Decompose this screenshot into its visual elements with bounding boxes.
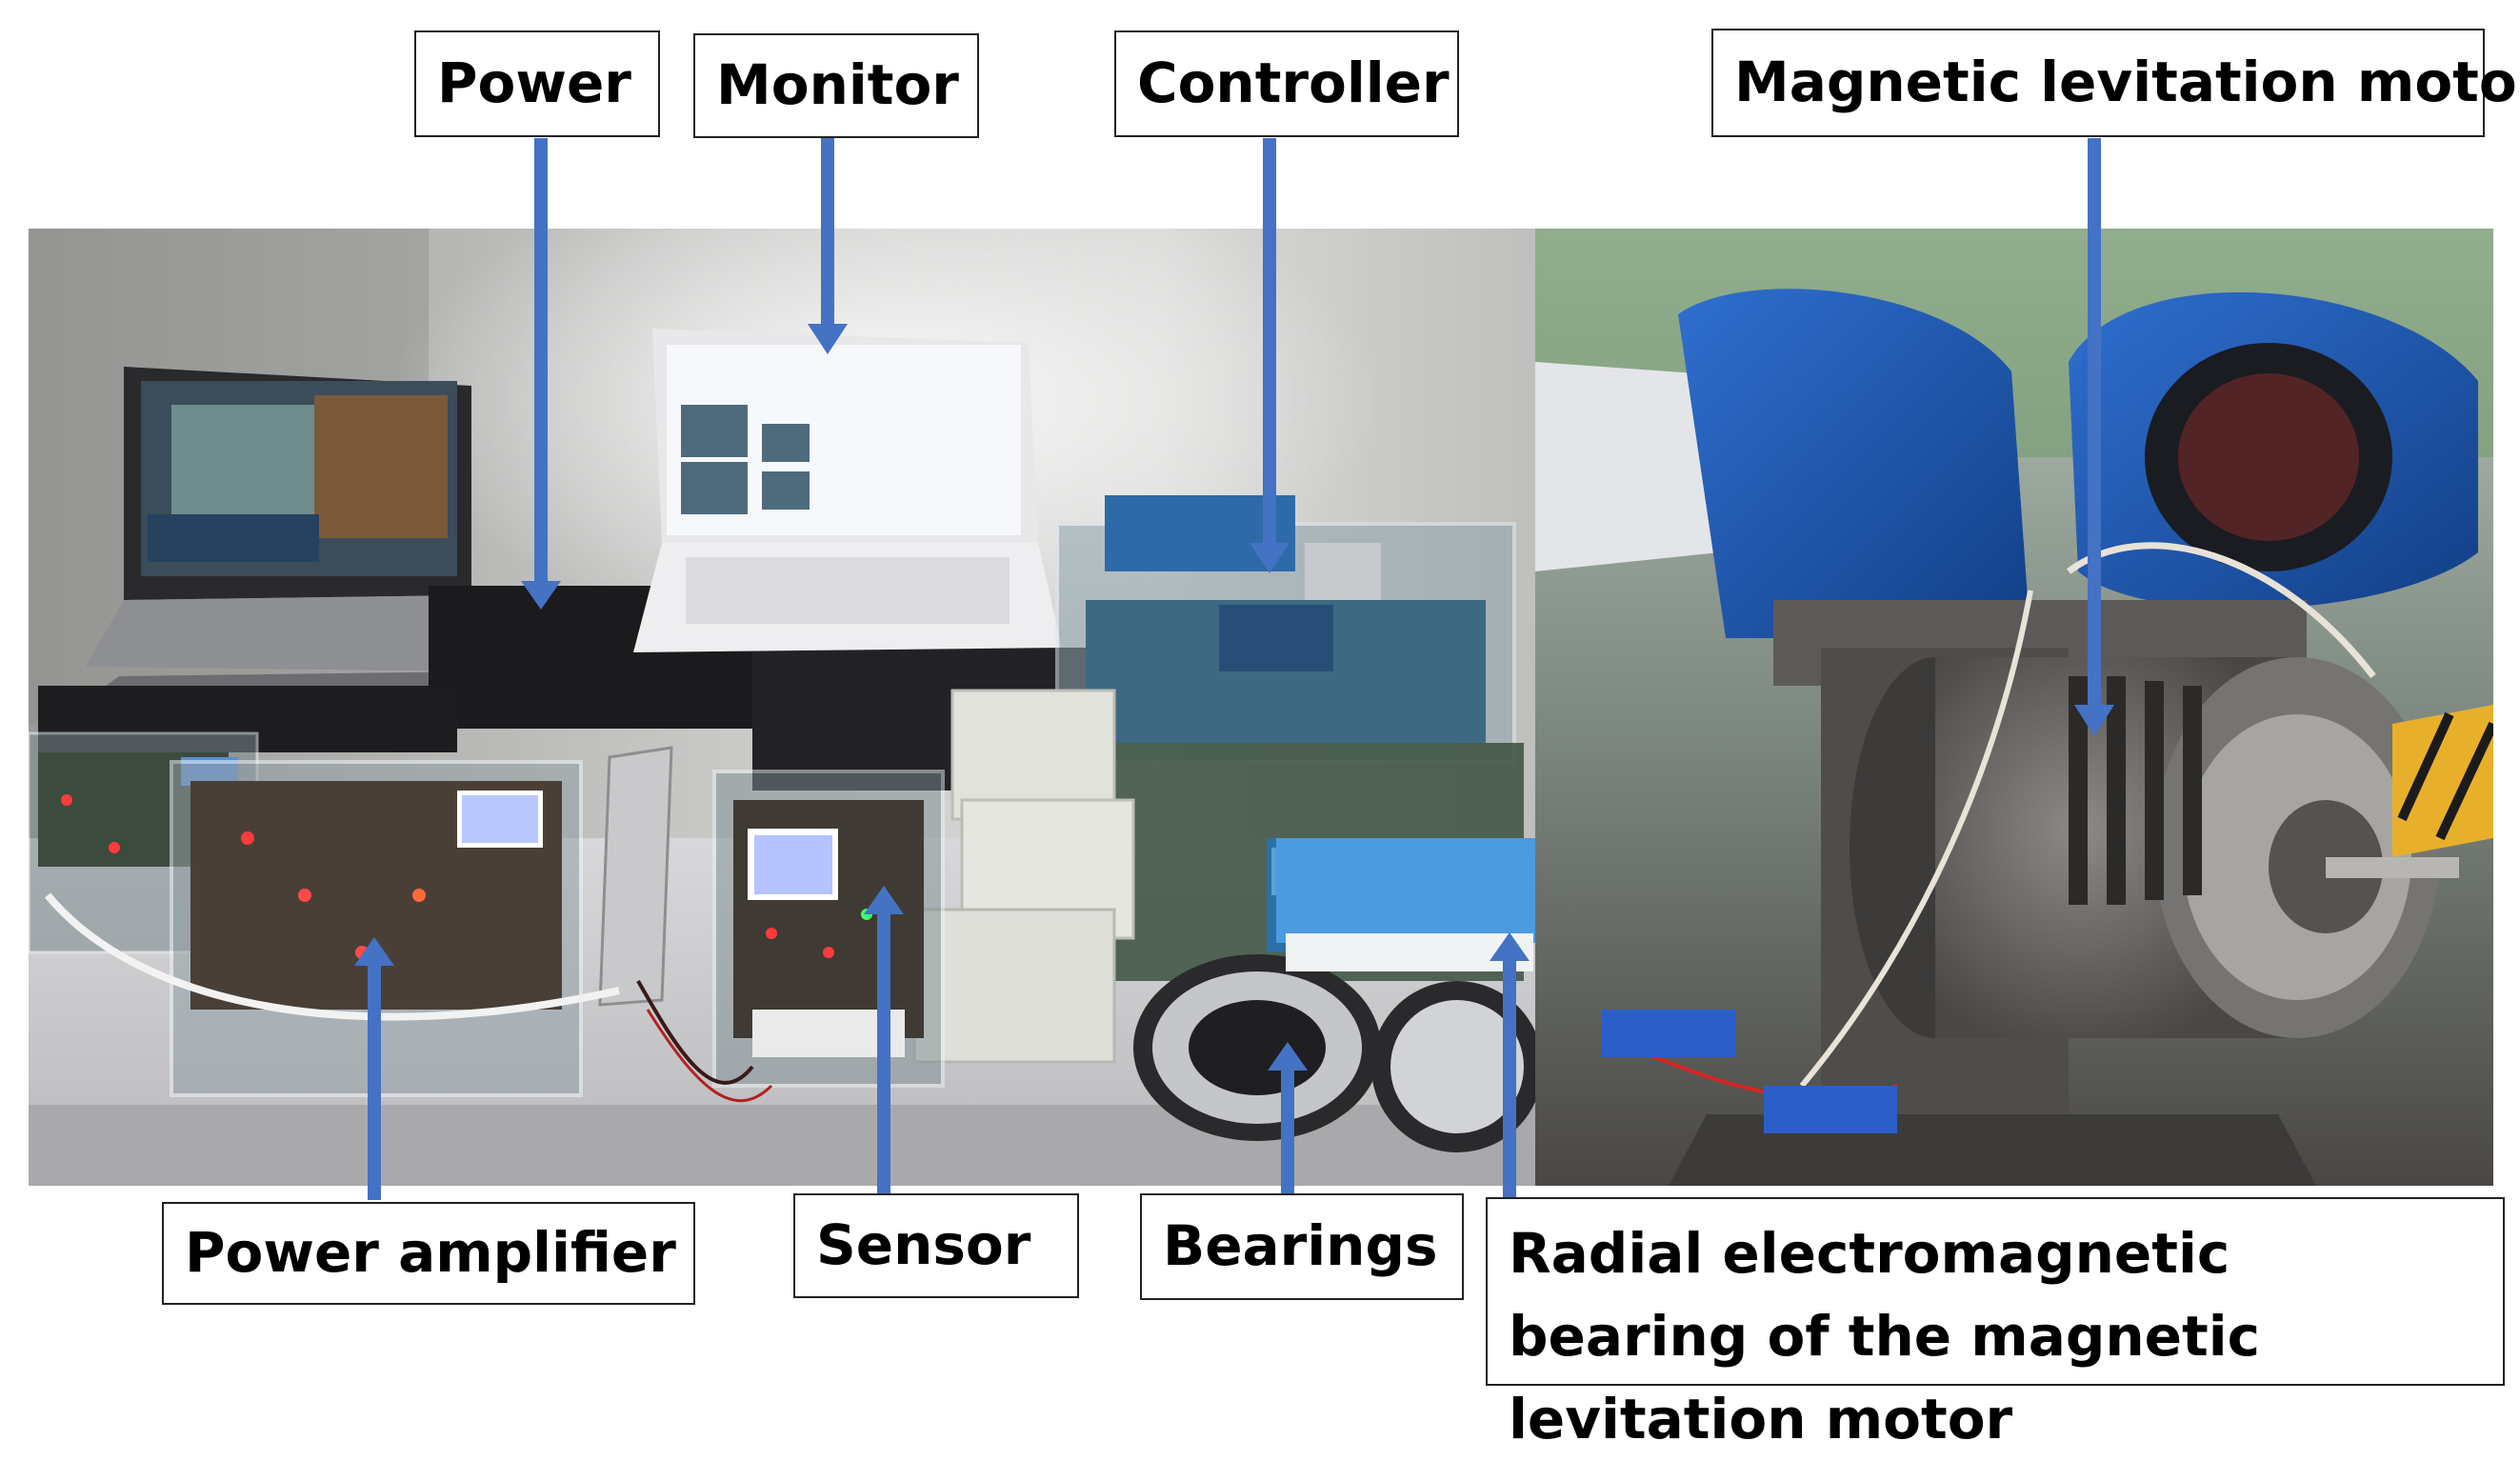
bearings-label: Bearings <box>1140 1193 1464 1300</box>
maglev-motor-photo <box>1535 229 2493 1186</box>
sensor-label: Sensor <box>793 1193 1079 1298</box>
lab-bench-photo <box>29 229 1535 1186</box>
monitor-label: Monitor <box>693 33 979 138</box>
power-amplifier-label: Power amplifier <box>162 1202 695 1305</box>
radial-bearing-label: Radial electromagnetic bearing of the ma… <box>1486 1197 2505 1451</box>
maglev-motor-label: Magnetic levitation motor <box>1711 29 2520 137</box>
controller-label: Controller <box>1114 30 1459 137</box>
power-label: Power <box>414 30 660 137</box>
